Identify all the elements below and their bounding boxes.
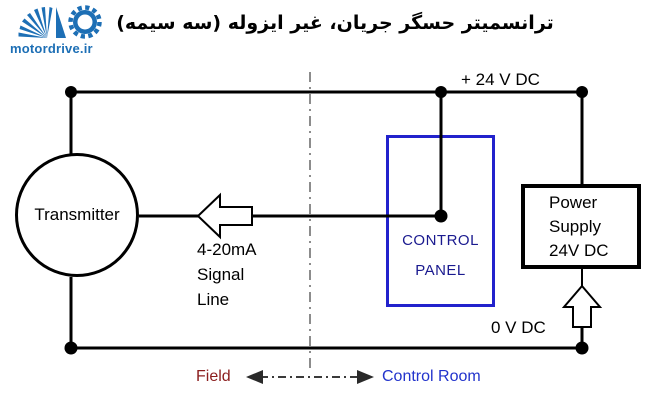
page-title: ترانسمیتر حسگر جریان، غیر ایزوله (سه سیم… (116, 12, 554, 34)
logo-text: motordrive.ir (10, 41, 93, 56)
field-controlroom-double-arrow-icon (246, 370, 374, 384)
transmitter-label: Transmitter (34, 205, 120, 224)
motordrive-logo: motordrive.ir (10, 5, 110, 56)
legend-control-room-label: Control Room (382, 368, 481, 385)
right-arrowhead-icon (357, 370, 374, 384)
power-flow-arrow-icon (561, 284, 603, 328)
transmitter-node: Transmitter (15, 153, 139, 277)
junction-dots (64, 86, 589, 355)
junction-dot (65, 86, 77, 98)
control-panel-box: CONTROL PANEL (386, 135, 495, 307)
left-arrowhead-icon (246, 370, 263, 384)
fan-gear-logo-icon (18, 5, 102, 39)
signal-direction-arrow-icon (196, 192, 253, 240)
junction-dot (64, 341, 78, 355)
junction-dot (576, 86, 588, 98)
junction-dot (575, 341, 589, 355)
wires-group (69, 90, 584, 350)
zerov-label: 0 V DC (491, 318, 546, 337)
plus24v-label: + 24 V DC (461, 70, 540, 89)
junction-dot (435, 86, 447, 98)
signal-line-label: 4-20mA Signal Line (197, 240, 257, 309)
control-panel-label-line2: PANEL (415, 262, 466, 279)
legend-field-label: Field (196, 368, 231, 385)
control-panel-label-line1: CONTROL (402, 232, 479, 249)
power-supply-box: Power Supply 24V DC (521, 184, 641, 269)
